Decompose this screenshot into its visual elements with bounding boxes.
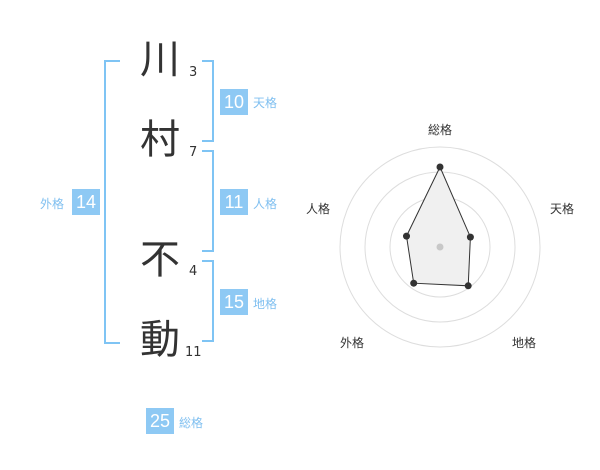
jinkaku-label: 人格 [253, 197, 278, 211]
radar-center [436, 243, 444, 251]
name-char-2: 村 [140, 117, 180, 163]
gaikaku-value: 14 [72, 189, 100, 215]
radar-label-tenkaku: 天格 [549, 202, 574, 216]
jinkaku-value: 11 [220, 189, 248, 215]
tenkaku-label: 天格 [253, 96, 278, 110]
stroke-count-3: 4 [189, 264, 198, 279]
chikaku-value: 15 [220, 289, 248, 315]
radar-point-4 [410, 279, 418, 287]
radar-label-jinkaku: 人格 [305, 202, 330, 216]
chikaku-bracket [202, 260, 214, 342]
stroke-count-2: 7 [189, 145, 198, 160]
chikaku-label: 地格 [253, 297, 278, 311]
radar-label-soukaku: 総格 [427, 123, 452, 137]
radar-area [405, 165, 471, 287]
radar-point-2 [466, 233, 474, 241]
radar-points [403, 163, 474, 290]
name-char-3: 不 [140, 237, 180, 283]
gaikaku-bracket [104, 60, 120, 344]
soukaku-label: 総格 [179, 416, 204, 430]
tenkaku-bracket [202, 60, 214, 142]
name-char-4: 動 [140, 317, 180, 363]
gaikaku-label: 外格 [40, 197, 65, 211]
jinkaku-bracket [202, 150, 214, 252]
radar-point-1 [436, 163, 444, 171]
radar-ring [339, 146, 541, 348]
radar-point-3 [464, 282, 472, 290]
tenkaku-value: 10 [220, 89, 248, 115]
radar-label-gaikaku: 外格 [339, 336, 364, 350]
radar-label-chikaku: 地格 [511, 336, 536, 350]
stroke-count-4: 11 [185, 345, 202, 360]
soukaku-value: 25 [146, 408, 174, 434]
radar-point-5 [403, 232, 410, 240]
name-char-1: 川 [140, 37, 180, 83]
stroke-count-1: 3 [189, 65, 198, 80]
